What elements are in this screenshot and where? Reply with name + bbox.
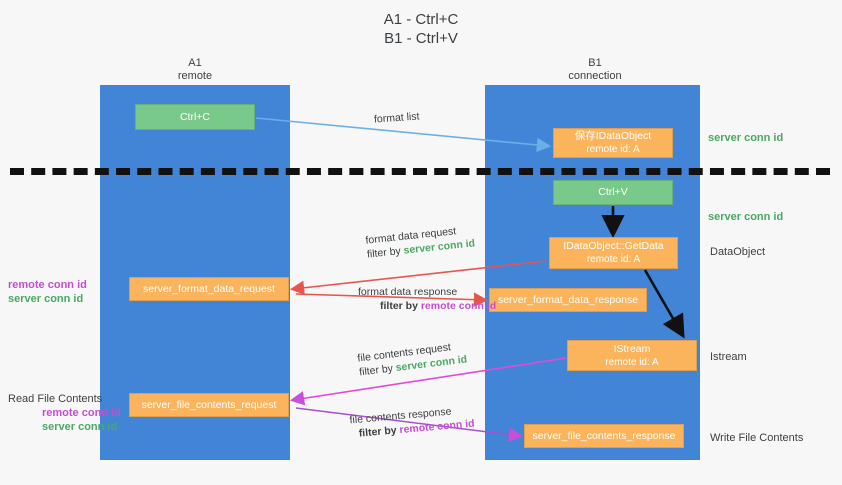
annotation-server-conn-id-mid: server conn id [708, 211, 784, 223]
node-save-idataobject-remote-id: remote id: A [586, 144, 640, 155]
edge-format-data-response [295, 292, 489, 307]
page-title: A1 - Ctrl+C B1 - Ctrl+V [0, 10, 842, 48]
edge-label-format-data-response: format data response filter by remote co… [358, 285, 496, 313]
edge-label-format-data-response-text: format data response [358, 286, 458, 298]
node-server-format-data-response-label: server_format_data_response [497, 293, 639, 306]
edge-label-format-data-response-filter: filter by remote conn id [358, 299, 496, 313]
annotation-read-file-contents: Read File Contents [8, 393, 103, 405]
annotation-read-file-contents-group: Read File Contents remote conn id server… [8, 392, 121, 434]
edge-file-contents-request [289, 357, 567, 406]
node-server-file-contents-request-label: server_file_contents_request [141, 398, 277, 411]
node-server-file-contents-response-label: server_file_contents_response [532, 429, 676, 442]
edge-getdata-to-istream [643, 269, 685, 339]
filter-prefix: filter by [380, 300, 421, 312]
title-line-2: B1 - Ctrl+V [384, 30, 458, 47]
annotation-server-conn-id-top: server conn id [708, 132, 784, 144]
title-line-1: A1 - Ctrl+C [383, 11, 459, 28]
node-ctrl-v[interactable]: Ctrl+V [553, 180, 673, 205]
lane-header-b1: B1 connection [520, 57, 670, 83]
lane-header-b1-name: B1 [588, 57, 602, 69]
edge-format-list [255, 117, 552, 153]
node-istream-remote-id: remote id: A [605, 356, 659, 368]
annotation-conn-id-pair-upper: remote conn id server conn id [8, 278, 87, 306]
node-server-format-data-response[interactable]: server_format_data_response [489, 288, 647, 312]
node-server-format-data-request[interactable]: server_format_data_request [129, 277, 289, 301]
annotation-remote-conn-id: remote conn id [42, 407, 121, 419]
annotation-server-conn-id: server conn id [42, 421, 118, 433]
node-ctrl-c-label: Ctrl+C [179, 110, 211, 123]
node-idataobject-getdata[interactable]: IDataObject::GetData remote id: A [549, 237, 678, 269]
node-idataobject-getdata-label: IDataObject::GetData [563, 240, 664, 252]
filter-prefix: filter by [358, 424, 401, 440]
lane-header-b1-role: connection [568, 70, 622, 82]
node-istream-label: IStream [613, 342, 651, 355]
filter-prefix: filter by [366, 244, 405, 261]
edge-format-data-request [289, 260, 547, 295]
node-server-file-contents-request[interactable]: server_file_contents_request [129, 393, 289, 417]
annotation-write-file-contents: Write File Contents [710, 432, 804, 444]
node-idataobject-getdata-remote-id: remote id: A [586, 254, 641, 265]
annotation-dataobject: DataObject [710, 246, 766, 258]
node-save-idataobject-label: 保存IDataObject [574, 130, 652, 142]
node-server-file-contents-response[interactable]: server_file_contents_response [524, 424, 684, 448]
edge-file-contents-response [295, 407, 524, 442]
node-istream[interactable]: IStream remote id: A [567, 340, 697, 371]
lane-header-a1-name: A1 [188, 57, 202, 69]
lane-header-a1: A1 remote [120, 57, 270, 83]
annotation-remote-conn-id: remote conn id [8, 279, 87, 291]
node-ctrl-v-label: Ctrl+V [598, 186, 628, 198]
phase-divider [10, 168, 830, 175]
filter-value-remote-conn-id: remote conn id [420, 300, 497, 312]
node-server-format-data-request-label: server_format_data_request [143, 282, 275, 295]
node-ctrl-c[interactable]: Ctrl+C [135, 104, 255, 130]
node-save-idataobject[interactable]: 保存IDataObject remote id: A [553, 128, 673, 158]
lane-header-a1-role: remote [177, 70, 213, 82]
annotation-server-conn-id: server conn id [8, 293, 84, 305]
annotation-istream: Istream [710, 351, 747, 363]
